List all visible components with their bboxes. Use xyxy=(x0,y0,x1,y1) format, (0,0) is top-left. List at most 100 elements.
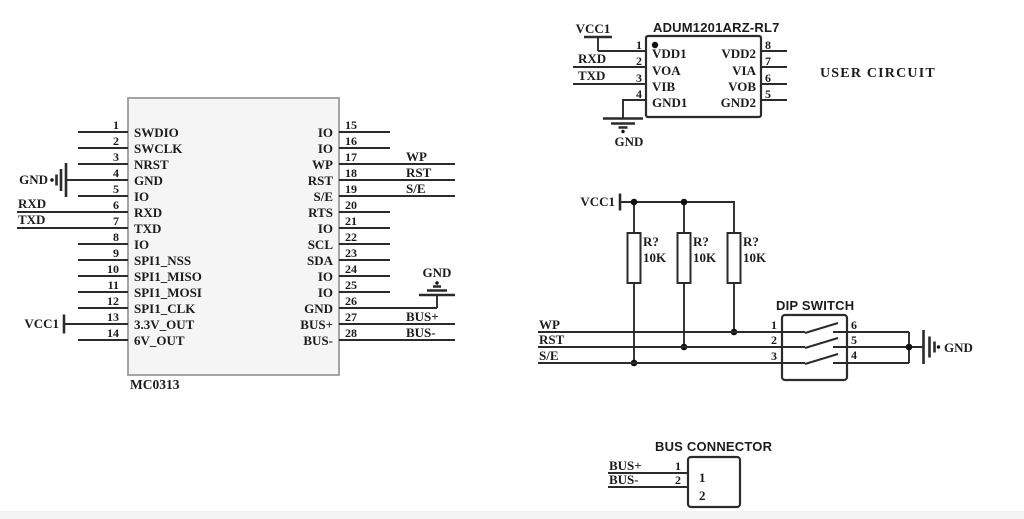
pin-number: 27 xyxy=(345,310,357,324)
main-ic-body xyxy=(127,97,340,376)
pin-number: 1 xyxy=(636,38,642,52)
ground-bars xyxy=(922,330,936,364)
resistor-top-stems xyxy=(633,202,685,233)
vcc1-power-port-pin13: VCC1 xyxy=(24,314,66,334)
net-label-rst: RST xyxy=(406,165,432,180)
pin-number: 2 xyxy=(113,134,119,148)
switch-lever xyxy=(804,353,839,365)
pin-number: 14 xyxy=(107,326,119,340)
ground-bars xyxy=(419,285,455,297)
net-label-vcc1: VCC1 xyxy=(576,21,611,36)
pin-number: 18 xyxy=(345,166,357,180)
pin-number: 8 xyxy=(765,38,771,52)
pin-name: 6V_OUT xyxy=(134,333,185,348)
pin-name: GND1 xyxy=(652,95,687,110)
pin-number: 3 xyxy=(636,71,642,85)
resistor-value: 10K xyxy=(643,250,667,265)
main-ic-designator: MC0313 xyxy=(130,377,180,392)
ground-symbol-isolator: GND xyxy=(603,117,643,149)
pin-name: RXD xyxy=(134,205,162,220)
junction-dot xyxy=(630,198,638,206)
pin-name: IO xyxy=(134,189,149,204)
ground-dot xyxy=(621,129,625,134)
ground-bars xyxy=(55,163,68,197)
pin-number: 28 xyxy=(345,326,357,340)
pin-number: 19 xyxy=(345,182,357,196)
resistor-value: 10K xyxy=(743,250,767,265)
pin-number: 3 xyxy=(771,349,777,363)
dip-switch-title: DIP SWITCH xyxy=(776,298,854,313)
pin-number: 6 xyxy=(765,71,771,85)
resistor-ref: R? xyxy=(693,234,709,249)
pin-name: 2 xyxy=(699,488,706,503)
ground-dot xyxy=(50,178,54,182)
pin-number: 4 xyxy=(851,348,857,362)
pin-number: 21 xyxy=(345,214,357,228)
pin-number: 5 xyxy=(113,182,119,196)
net-label-vcc1: VCC1 xyxy=(580,194,615,209)
pin-name: SWCLK xyxy=(134,141,183,156)
resistor-1: R? 10K xyxy=(626,232,667,367)
net-label-se: S/E xyxy=(406,181,426,196)
pin-number: 4 xyxy=(636,87,642,101)
pin-name: IO xyxy=(134,237,149,252)
vcc1-power-port-isolator: VCC1 xyxy=(576,21,612,51)
net-label-busm: BUS- xyxy=(609,472,639,487)
resistor-body xyxy=(626,232,642,284)
pin-name: NRST xyxy=(134,157,169,172)
bus-connector-title: BUS CONNECTOR xyxy=(655,439,773,454)
net-label-wp: WP xyxy=(539,317,560,332)
pin-number: 1 xyxy=(675,459,681,473)
pin-name: 3.3V_OUT xyxy=(134,317,195,332)
pin-name: SPI1_MISO xyxy=(134,269,202,284)
pin-name: GND2 xyxy=(721,95,756,110)
pin-number: 22 xyxy=(345,230,357,244)
junction-dot xyxy=(905,343,913,351)
pin-name: GND xyxy=(134,173,163,188)
pin-name: TXD xyxy=(134,221,161,236)
pin-number: 7 xyxy=(113,214,119,228)
pin-name: IO xyxy=(318,285,333,300)
resistor-value: 10K xyxy=(693,250,717,265)
pin-name: BUS- xyxy=(303,333,333,348)
pin-name: SDA xyxy=(307,253,334,268)
pin-name: VDD2 xyxy=(721,46,756,61)
resistor-2: R? 10K xyxy=(676,232,717,351)
bus-connector: BUS CONNECTOR BUS+ 1 1 BUS- 2 2 xyxy=(608,439,773,509)
pin-name: BUS+ xyxy=(300,317,333,332)
pin-number: 11 xyxy=(108,278,119,292)
pin-number: 20 xyxy=(345,198,357,212)
pin-name: RTS xyxy=(308,205,333,220)
pin-name: GND xyxy=(304,301,333,316)
resistor-ref: R? xyxy=(643,234,659,249)
pin-number: 5 xyxy=(765,87,771,101)
resistor-body xyxy=(726,232,742,284)
pin-wire-gnd1 xyxy=(622,99,646,118)
pin-number: 1 xyxy=(771,318,777,332)
isolator-adum1201: ADUM1201ARZ-RL7 1 VDD1 2 VOA RXD 3 VIB T… xyxy=(573,20,936,149)
pin-name: SCL xyxy=(308,237,334,252)
pin-name: VOB xyxy=(728,79,756,94)
pullup-network: VCC1 R? 10K R? 10K R? 10K xyxy=(580,193,767,367)
pin-number: 5 xyxy=(851,333,857,347)
net-label-gnd: GND xyxy=(944,340,973,355)
pin-number: 9 xyxy=(113,246,119,260)
main-ic-left-pins: 1 SWDIO 2 SWCLK 3 NRST 4 GND 5 IO 6 RXD … xyxy=(17,118,202,348)
net-label-busp: BUS+ xyxy=(609,458,642,473)
pin-number: 15 xyxy=(345,118,357,132)
pin-name: SPI1_CLK xyxy=(134,301,196,316)
vcc1-rail-wire xyxy=(620,201,735,233)
pin-number: 4 xyxy=(113,166,119,180)
resistor-ref: R? xyxy=(743,234,759,249)
pin-name: SPI1_MOSI xyxy=(134,285,202,300)
net-label-wp: WP xyxy=(406,149,427,164)
net-label-txd: TXD xyxy=(18,212,45,227)
net-label-busm: BUS- xyxy=(406,325,436,340)
dip-switch: DIP SWITCH WP 1 6 RST 2 5 S/E 3 4 GND xyxy=(538,298,973,382)
pin-name: IO xyxy=(318,125,333,140)
user-circuit-label: USER CIRCUIT xyxy=(820,66,936,81)
resistor-3: R? 10K xyxy=(726,232,767,336)
pin-name: IO xyxy=(318,221,333,236)
